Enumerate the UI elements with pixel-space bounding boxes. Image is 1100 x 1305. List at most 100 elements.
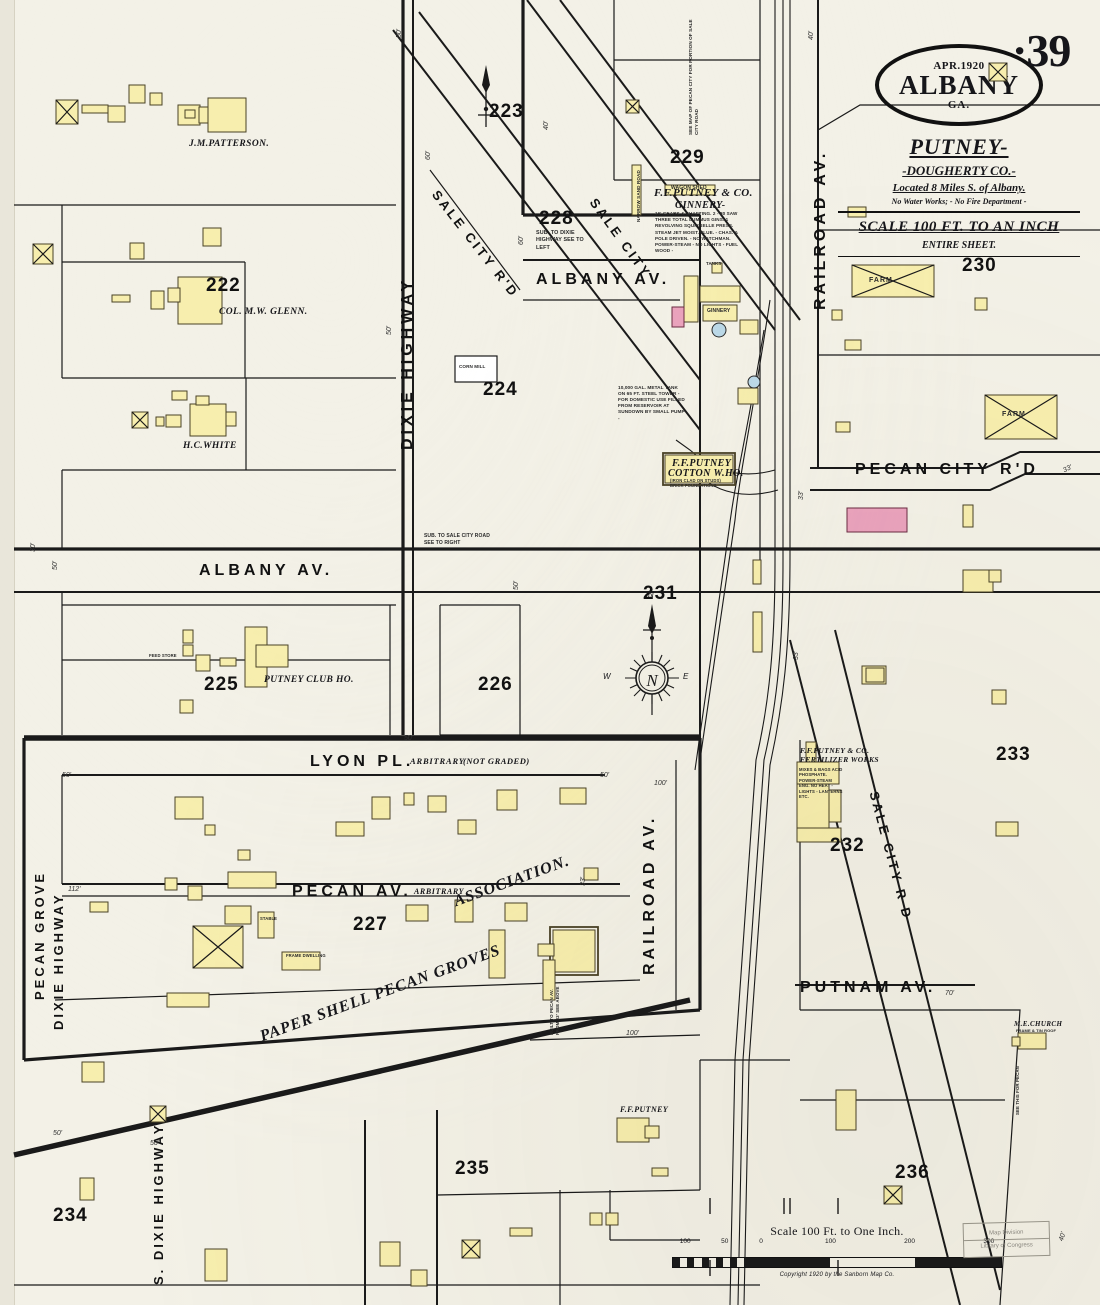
scale-tick-0: 100 <box>679 1238 691 1245</box>
me-church-label: M.E.CHURCH <box>1014 1020 1063 1028</box>
street-label-pecan-av: PECAN AV. <box>292 883 412 900</box>
dim-60-b: 60' <box>518 235 525 245</box>
note-ginnery-constr: 16' GEARS & SHAFTING. 2 - 80 SAW THREE T… <box>655 211 739 254</box>
state-name: GA. <box>947 98 971 111</box>
block-number-226: 226 <box>478 674 513 695</box>
scale-bar-graphic <box>672 1257 1002 1268</box>
compass-rose: N W E N <box>603 590 689 715</box>
building-label-putney-club-ho: PUTNEY CLUB HO. <box>264 675 354 685</box>
dim-50-h: 50' <box>53 1130 63 1137</box>
location-note: Located 8 Miles S. of Albany. <box>892 182 1026 194</box>
sheet-number-dot: · <box>1012 25 1027 76</box>
dim-50-f: 50' <box>62 772 72 779</box>
scale-bar-ticks: 100 50 0 100 200 300 <box>672 1238 1002 1248</box>
ginnery-owner-line1: F.F.PUTNEY & CO. <box>654 187 753 199</box>
block-number-225: 225 <box>204 674 239 695</box>
street-label-pecan-city-rd: PECAN CITY R'D <box>855 461 1039 478</box>
note-pecan-connect: BUILT TO PECAN AV. FROM 33' SEE ABOVE <box>549 986 560 1035</box>
compass-east-label: E <box>683 672 689 681</box>
note-me-church: FRAME & TIN ROOF <box>1016 1028 1057 1033</box>
ginnery-owner-line2: GINNERY- <box>675 200 726 211</box>
street-label-putnam-av: PUTNAM AV. <box>800 979 937 996</box>
title-divider-2 <box>838 255 1080 257</box>
north-arrow-223 <box>478 65 494 127</box>
lyon-pl-notgraded-note: (NOT GRADED) <box>463 756 530 766</box>
lyon-pl-arbitrary-note: ARBITRARY <box>410 756 465 766</box>
note-feed-store: FEED STORE <box>149 653 177 658</box>
block-number-223: 223 <box>489 101 524 122</box>
tanks-label: TANKS <box>706 261 722 266</box>
street-label-albany-av-east: ALBANY AV. <box>536 271 671 288</box>
note-fertilizer-constr: MIXES & BAGS ACID PHOSPHATE. POWER-STEAM… <box>799 767 843 800</box>
scale-tick-1: 50 <box>721 1238 729 1245</box>
owner-label-hc-white: H.C.WHITE <box>183 441 237 451</box>
block-number-231: 231 <box>643 583 678 604</box>
scale-bar-caption: Scale 100 Ft. to One Inch. <box>770 1224 904 1238</box>
block-number-230: 230 <box>962 255 997 276</box>
note-narrow-sand-road: NARROW SAND ROAD <box>636 170 641 222</box>
dim-50-i: 50' <box>150 1140 160 1147</box>
street-label-railroad-av-south: RAILROAD AV. <box>641 814 658 975</box>
dim-50-d: 50' <box>513 580 520 590</box>
dim-33-c: 33' <box>793 650 800 660</box>
dim-30: 30' <box>30 542 37 552</box>
library-of-congress-stamp: Map Division Library of Congress <box>962 1220 1051 1259</box>
title-divider-1 <box>838 211 1080 213</box>
block-number-224: 224 <box>483 379 518 400</box>
compass-north-label: N <box>648 590 654 599</box>
fertilizer-line2: FERTILIZER WORKS <box>800 755 879 764</box>
farm-label-a: FARM <box>869 277 893 284</box>
note-water-tank: 10,000 GAL. METAL TANK ON 65 FT. STEEL T… <box>618 385 685 421</box>
dim-40-a: 40' <box>543 120 550 130</box>
svg-text:N: N <box>645 671 659 690</box>
block-number-227: 227 <box>353 914 388 935</box>
sheet-left-margin <box>0 0 15 1305</box>
stamp-line-2: Library of Congress <box>964 1237 1050 1251</box>
note-sale-city-right: SUB. TO SALE CITY ROAD SEE TO RIGHT <box>424 533 490 546</box>
dim-50-e: 50' <box>404 735 414 742</box>
coverage-statement: ENTIRE SHEET. <box>921 239 997 251</box>
dim-112: 112' <box>68 886 81 893</box>
dim-50-b: 50' <box>52 560 59 570</box>
street-label-lyon-pl: LYON PL. <box>310 753 415 770</box>
dim-40-b: 40' <box>808 30 815 40</box>
block-number-222: 222 <box>206 275 241 296</box>
registration-marks <box>709 1198 839 1276</box>
sheet-number-value: 39 <box>1026 25 1071 76</box>
dim-100-a: 100' <box>654 780 668 787</box>
scale-statement: SCALE 100 FT. TO AN INCH <box>858 218 1060 235</box>
stamp-line-1: Map Division <box>989 1229 1024 1237</box>
fertilizer-line1: F.F.PUTNEY & CO. <box>800 746 870 755</box>
scale-bar-block: Scale 100 Ft. to One Inch. 100 50 0 100 … <box>672 1224 1002 1278</box>
ginnery-building-label: GINNERY <box>707 308 731 314</box>
title-cartouche: APR.1920 ALBANY GA. PUTNEY- -DOUGHERTY C… <box>838 44 1080 257</box>
cotton-wh-line2: COTTON W.HO. <box>668 468 744 479</box>
ff-putney-235-label: F.F.PUTNEY <box>620 1105 669 1114</box>
block-number-229: 229 <box>670 147 705 168</box>
dim-33-a: 33' <box>580 876 587 886</box>
street-label-dixie-highway-upper: DIXIE HIGHWAY <box>399 276 416 450</box>
city-oval-emblem: APR.1920 ALBANY GA. <box>875 44 1043 126</box>
block-number-232: 232 <box>830 835 865 856</box>
owner-label-col-mw-glenn: COL. M.W. GLENN. <box>219 307 308 317</box>
map-date: APR.1920 <box>933 59 985 72</box>
note-see-pecan: SEE THIS FOR PECAN <box>1015 1066 1020 1115</box>
block-number-236: 236 <box>895 1162 930 1183</box>
street-label-railroad-av-north: RAILROAD AV. <box>812 149 829 310</box>
wagon-shed-label: WAGON SHED <box>671 185 707 191</box>
note-sub-dixie: SUB. TO DIXIE HIGHWAY SEE TO LEFT <box>536 230 584 251</box>
note-pecan-city: SEE MAP OF PECAN CITY FOR PORTION OF SAL… <box>688 19 699 135</box>
copyright-notice: Copyright 1920 by the Sanborn Map Co. <box>779 1272 895 1278</box>
dim-33-b: 33' <box>798 490 805 500</box>
compass-west-label: W <box>603 672 611 681</box>
scale-tick-4: 200 <box>904 1238 916 1245</box>
street-label-albany-av-upper: ALBANY AV. <box>199 562 334 579</box>
block-number-235: 235 <box>455 1158 490 1179</box>
street-label-pecan-grove: PECAN GROVE <box>32 870 47 1000</box>
farm-label-b: FARM <box>1002 411 1026 418</box>
note-cotton-wh-constr: (IRON CLAD ON STUDS) BRICK FOUNDATIONS <box>670 478 721 489</box>
block-number-233: 233 <box>996 744 1031 765</box>
sheet-corner-marker <box>988 62 1008 82</box>
note-frame-dwg: FRAME DWELLING <box>286 953 326 958</box>
